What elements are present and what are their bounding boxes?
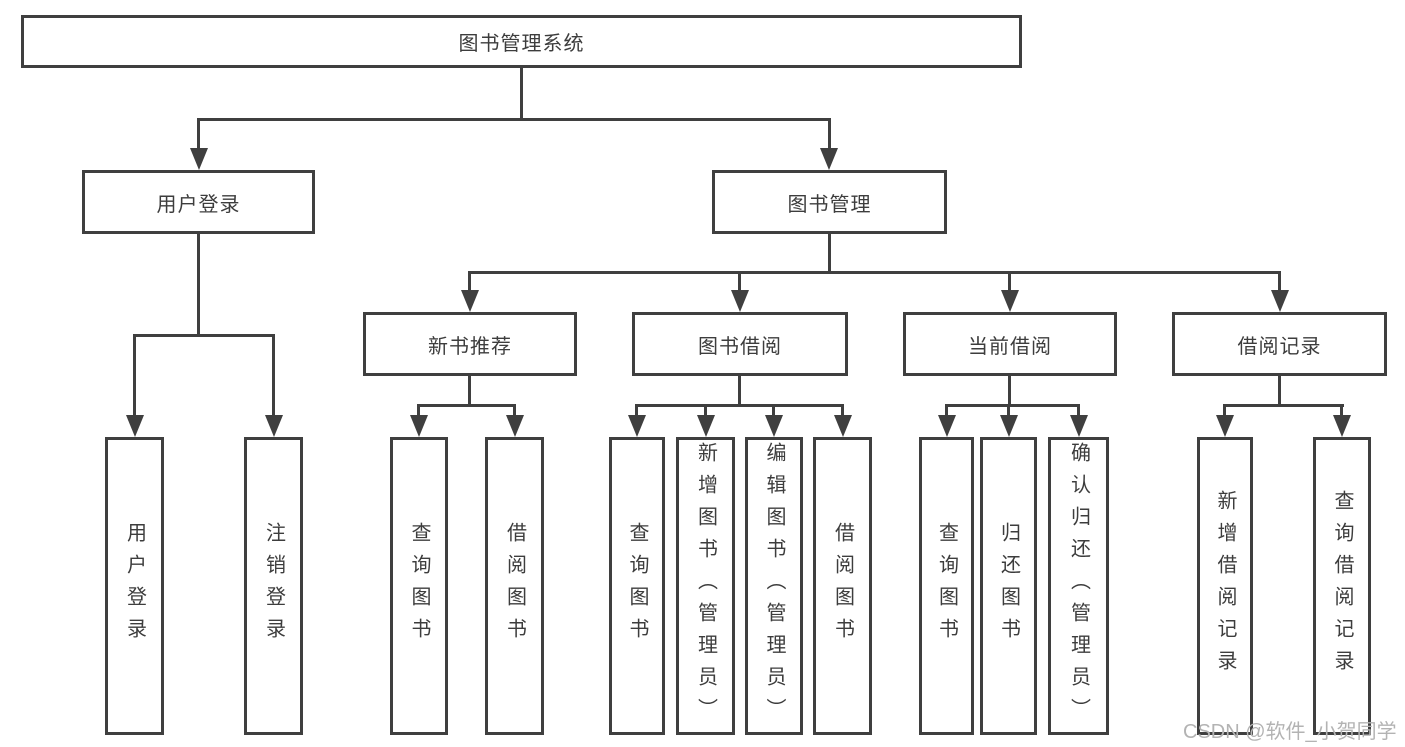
arrow-down-icon xyxy=(461,290,479,312)
connector-stem xyxy=(468,376,471,407)
connector-stem xyxy=(738,376,741,407)
node-user-login: 用户登录 xyxy=(82,170,315,234)
connector-arrow-line xyxy=(704,404,707,418)
arrow-down-icon xyxy=(1216,415,1234,437)
leaf-confirm-return-admin: 确认归还（管理员） xyxy=(1048,437,1109,735)
arrow-down-icon xyxy=(1070,415,1088,437)
arrow-down-icon xyxy=(190,148,208,170)
csdn-watermark: CSDN @软件_小贺同学 xyxy=(1183,721,1397,743)
node-label: 新增借阅记录 xyxy=(1214,490,1236,682)
node-root-system: 图书管理系统 xyxy=(21,15,1022,68)
arrow-down-icon xyxy=(1333,415,1351,437)
node-label: 新增图书（管理员） xyxy=(694,442,717,730)
arrow-down-icon xyxy=(410,415,428,437)
connector-userlogin-stem xyxy=(197,234,200,337)
leaf-query-books-current: 查询图书 xyxy=(919,437,974,735)
leaf-query-books-borrow: 查询图书 xyxy=(609,437,665,735)
node-current-borrow: 当前借阅 xyxy=(903,312,1117,376)
arrow-down-icon xyxy=(697,415,715,437)
leaf-add-books-admin: 新增图书（管理员） xyxy=(676,437,735,735)
connector-bookmgmt-stem xyxy=(828,234,831,274)
arrow-down-icon xyxy=(938,415,956,437)
connector-arrow-line xyxy=(738,271,741,293)
node-label: 查询图书 xyxy=(626,522,648,650)
leaf-logout: 注销登录 xyxy=(244,437,303,735)
connector-arrow-line xyxy=(468,271,471,293)
arrow-down-icon xyxy=(765,415,783,437)
node-label: 图书管理系统 xyxy=(458,33,585,55)
connector-horizontal xyxy=(635,404,844,407)
arrow-down-icon xyxy=(731,290,749,312)
leaf-edit-books-admin: 编辑图书（管理员） xyxy=(745,437,803,735)
arrow-down-icon xyxy=(820,148,838,170)
connector-horizontal xyxy=(417,404,516,407)
connector-arrow-line xyxy=(828,118,831,152)
connector-arrow-line xyxy=(1008,271,1011,293)
connector-level1-horizontal xyxy=(197,118,831,121)
arrow-down-icon xyxy=(126,415,144,437)
node-label: 用户登录 xyxy=(156,193,241,216)
connector-arrow-line xyxy=(513,404,516,418)
arrow-down-icon xyxy=(1000,415,1018,437)
arrow-down-icon xyxy=(506,415,524,437)
connector-userlogin-horizontal xyxy=(133,334,275,337)
connector-arrow-line xyxy=(417,404,420,418)
connector-arrow-line xyxy=(1223,404,1226,418)
node-label: 借阅图书 xyxy=(831,522,854,650)
connector-level3-horizontal xyxy=(468,271,1281,274)
connector-arrow-line xyxy=(635,404,638,418)
connector-root-stem xyxy=(520,68,523,121)
leaf-query-books-recommend: 查询图书 xyxy=(390,437,448,735)
arrow-down-icon xyxy=(1271,290,1289,312)
node-label: 图书管理 xyxy=(787,193,872,216)
connector-arrow-line xyxy=(197,118,200,152)
node-borrow-records: 借阅记录 xyxy=(1172,312,1387,376)
connector-horizontal xyxy=(1223,404,1344,407)
node-label: 图书借阅 xyxy=(698,335,782,358)
leaf-borrow-books: 借阅图书 xyxy=(813,437,872,735)
node-label: 查询借阅记录 xyxy=(1331,490,1353,682)
leaf-user-login: 用户登录 xyxy=(105,437,164,735)
node-label: 编辑图书（管理员） xyxy=(763,442,785,730)
connector-arrow-line xyxy=(272,334,275,419)
arrow-down-icon xyxy=(1001,290,1019,312)
connector-arrow-line xyxy=(133,334,136,419)
connector-arrow-line xyxy=(1077,404,1080,418)
connector-stem xyxy=(1278,376,1281,407)
node-label: 查询图书 xyxy=(408,522,430,650)
leaf-add-borrow-record: 新增借阅记录 xyxy=(1197,437,1253,735)
node-label: 新书推荐 xyxy=(428,335,512,358)
connector-arrow-line xyxy=(1278,271,1281,293)
leaf-borrow-books-recommend: 借阅图书 xyxy=(485,437,544,735)
connector-arrow-line xyxy=(772,404,775,418)
node-label: 确认归还（管理员） xyxy=(1067,442,1090,730)
connector-arrow-line xyxy=(1007,404,1010,418)
node-label: 借阅图书 xyxy=(503,522,526,650)
node-book-borrow: 图书借阅 xyxy=(632,312,848,376)
node-label: 注销登录 xyxy=(262,522,285,650)
node-new-book-recommend: 新书推荐 xyxy=(363,312,577,376)
connector-stem xyxy=(1008,376,1011,407)
arrow-down-icon xyxy=(628,415,646,437)
node-label: 归还图书 xyxy=(997,522,1020,650)
connector-arrow-line xyxy=(1340,404,1343,418)
node-label: 用户登录 xyxy=(123,522,146,650)
leaf-query-borrow-record: 查询借阅记录 xyxy=(1313,437,1371,735)
connector-arrow-line xyxy=(841,404,844,418)
node-label: 当前借阅 xyxy=(968,335,1052,358)
arrow-down-icon xyxy=(265,415,283,437)
arrow-down-icon xyxy=(834,415,852,437)
node-label: 借阅记录 xyxy=(1237,335,1322,358)
connector-horizontal xyxy=(945,404,1080,407)
node-book-management: 图书管理 xyxy=(712,170,947,234)
connector-arrow-line xyxy=(945,404,948,418)
node-label: 查询图书 xyxy=(935,522,958,650)
leaf-return-books: 归还图书 xyxy=(980,437,1037,735)
